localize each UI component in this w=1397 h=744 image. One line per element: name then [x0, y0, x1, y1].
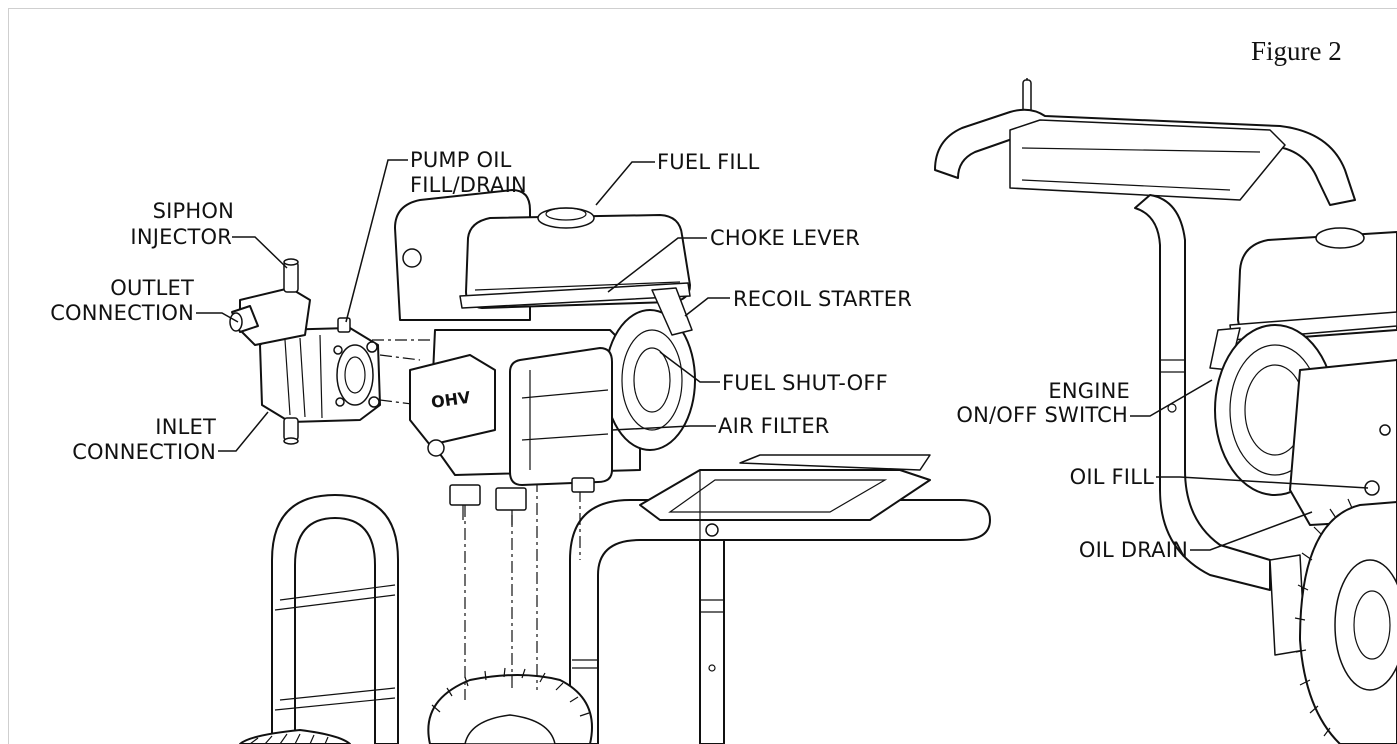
- frame-cart-left: [271, 454, 991, 744]
- engine-assembly-left: OHV: [394, 189, 696, 525]
- outlet-connection-line2: CONNECTION: [50, 301, 194, 325]
- callout-inlet-connection: INLET CONNECTION: [72, 415, 216, 464]
- figure-label: Figure 2: [1251, 36, 1342, 66]
- figure-frame: [8, 8, 1397, 744]
- engine-switch-line2: ON/OFF SWITCH: [956, 403, 1128, 427]
- leader-lines: [196, 159, 1369, 551]
- callout-oil-fill: OIL FILL: [1070, 465, 1154, 489]
- engine-switch-line1: ENGINE: [1048, 379, 1130, 403]
- callout-outlet-connection: OUTLET CONNECTION: [50, 276, 194, 325]
- engine-assembly-right: [1209, 227, 1397, 526]
- wheel-left: [239, 729, 351, 744]
- pump-assembly: [229, 258, 381, 445]
- callout-choke-lever: CHOKE LEVER: [710, 226, 860, 250]
- wheel-center: [427, 667, 593, 744]
- callout-air-filter: AIR FILTER: [718, 414, 830, 438]
- callout-pump-oil-fill-drain: PUMP OIL FILL/DRAIN: [410, 148, 527, 197]
- callout-fuel-fill: FUEL FILL: [657, 150, 760, 174]
- callout-recoil-starter: RECOIL STARTER: [733, 287, 912, 311]
- callout-oil-drain: OIL DRAIN: [1079, 538, 1188, 562]
- callout-fuel-shut-off: FUEL SHUT-OFF: [722, 371, 888, 395]
- pump-oil-line2: FILL/DRAIN: [410, 173, 527, 197]
- callout-engine-switch: ENGINE ON/OFF SWITCH: [956, 379, 1130, 427]
- outlet-connection-line1: OUTLET: [110, 276, 194, 300]
- mounting-guide-lines: [372, 339, 581, 700]
- frame-cart-right: [934, 78, 1356, 656]
- siphon-injector-line1: SIPHON: [153, 199, 234, 223]
- wheel-right: [1294, 498, 1397, 744]
- siphon-injector-line2: INJECTOR: [130, 225, 232, 249]
- inlet-connection-line2: CONNECTION: [72, 440, 216, 464]
- inlet-connection-line1: INLET: [155, 415, 216, 439]
- pump-oil-line1: PUMP OIL: [410, 148, 512, 172]
- callout-siphon-injector: SIPHON INJECTOR: [130, 199, 234, 249]
